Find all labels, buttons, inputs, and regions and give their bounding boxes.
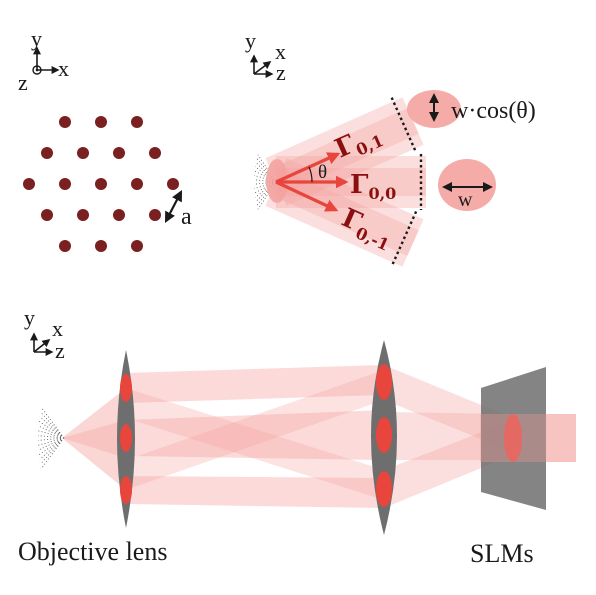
fan-ray xyxy=(39,437,65,460)
beam-upper xyxy=(265,97,424,206)
lattice-dot xyxy=(95,178,107,190)
lattice-dot xyxy=(167,178,179,190)
fan-ray xyxy=(41,437,65,469)
optical-system xyxy=(37,340,576,535)
lattice-dot xyxy=(77,147,89,159)
lattice-dot xyxy=(59,178,71,190)
lattice-dot xyxy=(95,116,107,128)
fan-ray xyxy=(255,181,277,202)
lattice-dot xyxy=(95,240,107,252)
lattice-dot xyxy=(131,116,143,128)
width-label: w xyxy=(458,189,473,211)
gamma-00-label: Γ0,0 xyxy=(350,170,396,203)
lattice-dot xyxy=(131,178,143,190)
fan-ray xyxy=(41,407,65,439)
lattice-dot xyxy=(131,240,143,252)
axes-bottom: y x z xyxy=(24,305,65,363)
fan-ray xyxy=(40,412,65,439)
fan-ray xyxy=(38,437,65,446)
arrow-gamma-01 xyxy=(275,152,341,184)
objective-lens-label: Objective lens xyxy=(18,537,167,566)
axis-x-label: x xyxy=(275,39,286,64)
slm-label: SLMs xyxy=(470,539,534,568)
lattice-spacing: a xyxy=(164,190,192,230)
fan-ray xyxy=(39,416,65,439)
lattice-spacing-label: a xyxy=(181,204,192,230)
lattice-dot xyxy=(77,209,89,221)
beam-lower xyxy=(265,158,424,267)
lattice-dot xyxy=(149,147,161,159)
axis-z-label: z xyxy=(18,70,28,95)
theta-label: θ xyxy=(318,162,327,183)
axis-z-label: z xyxy=(276,60,286,85)
axis-x-label: x xyxy=(52,316,63,341)
axis-z-label: z xyxy=(55,338,65,363)
axis-y-label: y xyxy=(245,28,256,53)
lattice-dot xyxy=(113,147,125,159)
diffraction-beams: θ Γ0,1 Γ0,0 Γ0,-1 w·cos(θ) w xyxy=(253,90,536,267)
axis-y-label: y xyxy=(31,26,42,51)
lattice-dot xyxy=(41,209,53,221)
fan-ray xyxy=(40,437,65,464)
fan-ray xyxy=(38,430,65,439)
lattice-dot xyxy=(59,116,71,128)
fan-ray xyxy=(37,437,65,441)
lattice-dot xyxy=(59,240,71,252)
axis-x-label: x xyxy=(58,56,69,81)
fan-ray xyxy=(254,181,277,198)
axis-y-label: y xyxy=(24,305,35,330)
fan-ray xyxy=(257,181,277,210)
lattice-dots xyxy=(23,116,179,252)
fan-ray xyxy=(38,420,65,439)
fan-ray xyxy=(257,154,277,183)
lattice-dot xyxy=(113,209,125,221)
width-tilted-label: w·cos(θ) xyxy=(451,98,536,124)
beam-paths xyxy=(62,365,576,508)
lattice-dot xyxy=(41,147,53,159)
source-fan xyxy=(37,407,65,469)
fan-ray xyxy=(38,437,65,456)
axes-top-right: y x z xyxy=(245,28,286,85)
fan-ray xyxy=(255,162,277,183)
fan-ray xyxy=(37,435,65,439)
lattice-dot xyxy=(23,178,35,190)
fan-ray xyxy=(254,166,277,183)
lattice-dot xyxy=(149,209,161,221)
axes-top-left: y x z xyxy=(18,26,69,95)
arrow-gamma-0m1 xyxy=(275,180,339,212)
